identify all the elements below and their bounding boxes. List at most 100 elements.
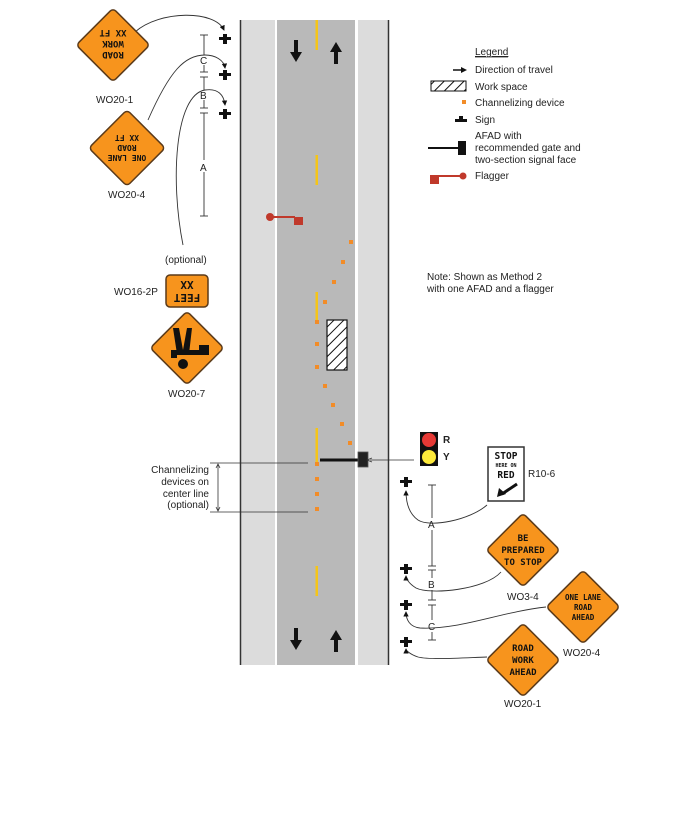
sign-post-icon: [219, 109, 231, 119]
channelizing-device: [315, 492, 319, 496]
channelizing-device: [315, 462, 319, 466]
sign-post-icon: [219, 34, 231, 44]
sign-text-line: AHEAD: [509, 668, 537, 678]
sign-code-wo20-7: WO20-7: [168, 389, 206, 400]
sign-text-line: XX FT: [115, 133, 139, 142]
legend-label: Flagger: [475, 171, 510, 182]
work-space: [326, 319, 348, 371]
legend-label: Work space: [475, 82, 528, 93]
center-line-dash: [315, 20, 318, 50]
sign-code-wo20-4-left: WO20-4: [108, 190, 146, 201]
dimension-label-c-right: C: [428, 622, 435, 633]
center-line-dash: [315, 566, 318, 596]
direction-arrow-southbound-top: [290, 40, 302, 62]
legend-label: recommended gate and: [475, 143, 581, 154]
sign-wo20-4-left: ONE LANE ROAD XX FT: [89, 110, 165, 186]
sign-post-icon: [400, 637, 412, 647]
channelizing-device: [349, 240, 353, 244]
right-leader-lines: [403, 490, 547, 660]
roadway: [239, 20, 390, 665]
right-shoulder: [358, 20, 388, 665]
center-line-dash: [315, 155, 318, 185]
legend-label: AFAD with: [475, 131, 522, 142]
left-leader-lines: [134, 14, 228, 246]
left-sign-posts: [219, 34, 231, 119]
sign-text-line: ROAD: [574, 603, 593, 612]
channelizing-device: [323, 300, 327, 304]
sign-code-wo20-4-right: WO20-4: [563, 648, 601, 659]
sign-text-line: ROAD: [117, 143, 136, 152]
left-edge-line: [275, 20, 277, 665]
sign-post-icon: [400, 477, 412, 487]
sign-text-line: RED: [497, 470, 514, 481]
sign-code-wo3-4: WO3-4: [507, 592, 539, 603]
signal-yellow-lens: [422, 450, 436, 464]
sign-wo20-1-left: ROAD WORK XX FT: [77, 9, 149, 81]
optional-label: (optional): [165, 255, 207, 266]
channelizing-device-icon: [462, 100, 466, 104]
sign-text-line: ONE LANE: [108, 153, 147, 162]
sign-text-line: ROAD: [102, 49, 124, 59]
sign-r10-6: STOP HERE ON RED: [487, 446, 525, 502]
left-shoulder: [240, 20, 275, 665]
signal-yellow-label: Y: [443, 452, 450, 463]
sign-post-icon: [400, 600, 412, 610]
sign-post-icon: [219, 70, 231, 80]
arrow-down-left-icon: [497, 482, 518, 497]
right-sign-posts: [400, 477, 412, 647]
sign-text-line: WORK: [512, 656, 534, 666]
note-line: devices on: [161, 477, 209, 488]
channelizing-device: [315, 365, 319, 369]
signal-red-label: R: [443, 435, 451, 446]
sign-text-line: ROAD: [512, 644, 534, 654]
legend-label: Sign: [475, 115, 495, 126]
sign-text-line: HERE ON: [495, 463, 516, 469]
center-line-dash: [315, 428, 318, 462]
dimension-label-c-left: C: [200, 56, 207, 67]
sign-text-line: BE: [518, 534, 529, 544]
sign-text-line: TO STOP: [504, 558, 543, 568]
center-line-note: Channelizing devices on center line (opt…: [151, 462, 308, 513]
sign-code-wo20-1-right: WO20-1: [504, 699, 542, 710]
legend-title: Legend: [475, 47, 508, 58]
center-line: [315, 20, 318, 596]
sign-wo20-7: [151, 312, 223, 384]
sign-text-line: XX FT: [99, 27, 127, 37]
sign-code-wo16-2p: WO16-2P: [114, 287, 158, 298]
note-line: with one AFAD and a flagger: [426, 284, 554, 295]
legend-label: Channelizing device: [475, 98, 565, 109]
afad-icon: [428, 141, 466, 155]
direction-arrow-southbound-bottom: [290, 628, 302, 650]
right-dimension-lines: [428, 484, 436, 641]
sign-text-line: XX: [180, 278, 194, 291]
sign-text-line: STOP: [495, 451, 518, 462]
left-dimension-lines: [200, 34, 208, 217]
sign-wo20-4-right: ONE LANE ROAD AHEAD: [547, 571, 619, 643]
flagger: [266, 213, 303, 225]
center-line-dash: [315, 292, 318, 322]
sign-code-r10-6: R10-6: [528, 469, 556, 480]
channelizing-device: [332, 280, 336, 284]
sign-text-line: ONE LANE: [565, 593, 602, 602]
sign-text-line: AHEAD: [572, 613, 595, 622]
sign-post-icon: [400, 564, 412, 574]
dimension-label-b-right: B: [428, 580, 435, 591]
channelizing-device: [340, 422, 344, 426]
channelizing-device: [315, 507, 319, 511]
right-edge-line: [355, 20, 358, 665]
note-line: Channelizing: [151, 465, 209, 476]
direction-arrow-icon: [453, 67, 467, 73]
two-section-signal-face: R Y: [365, 432, 451, 466]
direction-arrow-northbound-bottom: [330, 630, 342, 652]
dimension-label-a-left: A: [200, 163, 207, 174]
sign-icon: [455, 116, 467, 122]
note-line: Note: Shown as Method 2: [427, 272, 543, 283]
sign-text-line: WORK: [102, 38, 124, 48]
sign-code-wo20-1-left: WO20-1: [96, 95, 134, 106]
work-space-icon: [430, 80, 467, 92]
note-line: center line: [163, 489, 210, 500]
signal-red-lens: [422, 433, 436, 447]
legend: Legend Direction of travel Work space Ch…: [428, 47, 581, 184]
channelizing-device: [331, 403, 335, 407]
channelizing-device: [323, 384, 327, 388]
